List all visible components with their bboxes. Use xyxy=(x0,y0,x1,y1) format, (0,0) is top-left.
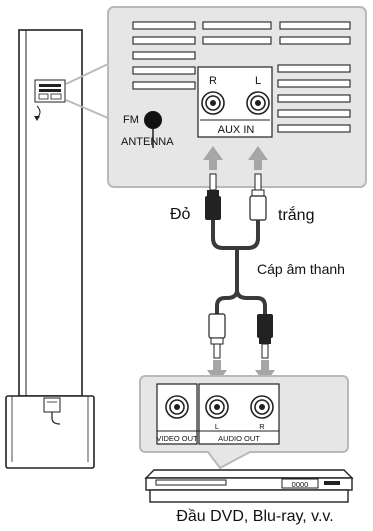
vent-slots xyxy=(132,21,351,133)
aux-jack-label-l: L xyxy=(255,75,261,87)
aux-in-block: R L AUX IN xyxy=(197,66,273,138)
power-plug-icon xyxy=(43,397,61,425)
dvd-player-icon: 0000 xyxy=(144,469,354,503)
rear-panel: FM ANTENNA R L AUX IN xyxy=(107,6,367,188)
aux-in-label: AUX IN xyxy=(218,124,255,136)
red-wire-label: Đỏ xyxy=(170,206,191,223)
video-out-label: VIDEO OUT xyxy=(156,434,198,443)
tower-rear-port-icon xyxy=(34,79,66,121)
white-plug-upper xyxy=(249,173,267,232)
white-wire-label: trắng xyxy=(278,205,314,224)
player-display-text: 0000 xyxy=(292,480,309,489)
callout-line xyxy=(65,99,109,119)
aux-jack-label-r: R xyxy=(209,75,217,87)
antenna-jack-icon xyxy=(144,111,162,129)
player-caption: Đầu DVD, Blu-ray, v.v. xyxy=(176,508,333,525)
audio-jack-label-l: L xyxy=(215,422,219,431)
player-output-panel: L R VIDEO OUT AUDIO OUT xyxy=(139,375,349,470)
fm-label: FM xyxy=(123,114,139,126)
antenna-label: ANTENNA xyxy=(121,136,174,148)
audio-out-jack-l-icon xyxy=(205,395,229,419)
audio-out-label: AUDIO OUT xyxy=(218,434,260,443)
audio-out-jack-r-icon xyxy=(250,395,274,419)
callout-line xyxy=(65,63,109,85)
speaker-unit xyxy=(5,29,95,469)
audio-jack-label-r: R xyxy=(259,422,265,431)
white-plug-lower xyxy=(208,313,226,359)
red-plug-upper xyxy=(205,173,221,232)
audio-cable xyxy=(211,232,267,314)
aux-jack-r-icon xyxy=(201,91,225,115)
aux-jack-l-icon xyxy=(246,91,270,115)
red-plug-lower xyxy=(257,314,273,359)
cable-name-label: Cáp âm thanh xyxy=(257,261,345,277)
video-out-jack-icon xyxy=(165,395,189,419)
arrow-up-icon xyxy=(203,146,268,170)
arrow-down-icon xyxy=(207,360,275,384)
